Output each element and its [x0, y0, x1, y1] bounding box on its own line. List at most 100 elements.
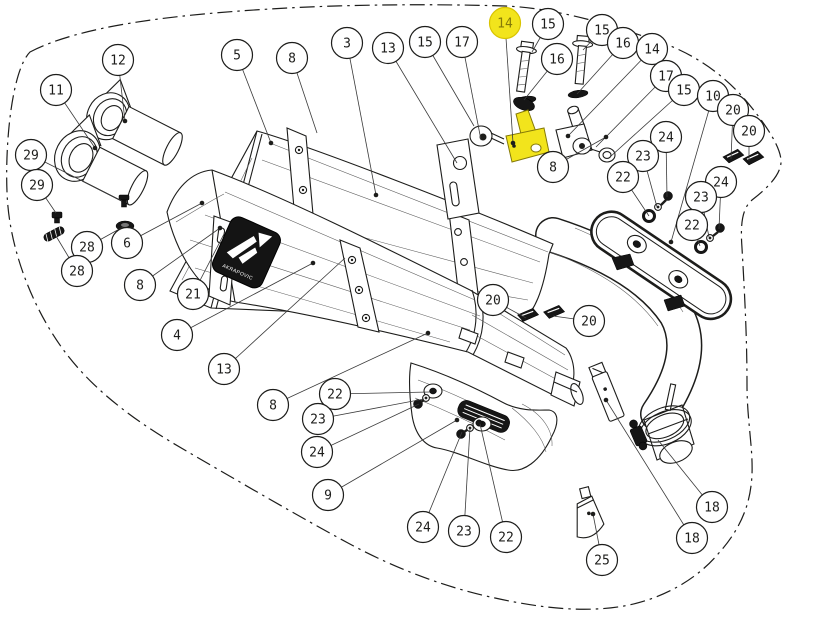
callout-22[interactable]: 22 [606, 160, 650, 217]
callout-balloon[interactable] [695, 490, 729, 524]
callout-balloon[interactable] [160, 318, 194, 352]
callout-balloon[interactable] [531, 7, 565, 41]
callout-29[interactable]: 29 [14, 138, 123, 202]
callout-balloon[interactable] [572, 304, 606, 338]
leader-dot [668, 239, 674, 245]
callout-22[interactable]: 22 [479, 423, 523, 554]
callout-17[interactable]: 17 [445, 25, 482, 141]
callout-balloon[interactable] [408, 25, 442, 59]
callout-balloon[interactable] [220, 38, 254, 72]
callout-balloon[interactable] [585, 543, 619, 577]
callout-23[interactable]: 23 [684, 180, 718, 238]
callout-24[interactable]: 24 [300, 403, 420, 469]
callout-balloon[interactable] [300, 435, 334, 469]
callout-16[interactable]: 16 [576, 26, 640, 95]
akrapovic-badge: AKRAPOVIC [211, 216, 281, 289]
callout-8[interactable]: 8 [275, 41, 318, 134]
callout-balloon[interactable] [39, 73, 73, 107]
callout-balloon[interactable] [20, 168, 54, 202]
callout-balloon[interactable] [649, 120, 683, 154]
callout-12[interactable]: 12 [101, 43, 135, 124]
callout-3[interactable]: 3 [330, 26, 379, 198]
leader-line [567, 48, 653, 137]
callout-24[interactable]: 24 [649, 120, 683, 198]
callout-balloon[interactable] [445, 25, 479, 59]
callout-9[interactable]: 9 [311, 417, 460, 512]
callout-18[interactable]: 18 [603, 397, 709, 555]
callout-balloon[interactable] [675, 521, 709, 555]
callout-balloon[interactable] [311, 478, 345, 512]
callout-balloon[interactable] [123, 268, 157, 302]
callout-24[interactable]: 24 [406, 431, 463, 544]
callout-20[interactable]: 20 [552, 304, 606, 338]
callout-15[interactable]: 15 [531, 7, 565, 53]
callout-balloon[interactable] [488, 6, 522, 40]
pipe-weld-tab [611, 253, 635, 271]
bolt-29 [118, 194, 130, 208]
callout-15[interactable]: 15 [609, 73, 701, 158]
callout-balloon[interactable] [732, 114, 766, 148]
callout-balloon[interactable] [110, 226, 144, 260]
callout-number: 17 [454, 36, 470, 51]
leader-dot [603, 134, 609, 140]
callout-29[interactable]: 29 [20, 168, 57, 214]
callout-number: 8 [549, 161, 557, 176]
callout-22[interactable]: 22 [318, 377, 431, 411]
callout-balloon[interactable] [447, 514, 481, 548]
callout-6[interactable]: 6 [110, 200, 205, 260]
leader-dot [310, 260, 316, 266]
callout-23[interactable]: 23 [447, 427, 481, 548]
callout-balloon[interactable] [406, 510, 440, 544]
leader-line [346, 42, 377, 196]
callout-balloon[interactable] [318, 377, 352, 411]
callout-13[interactable]: 13 [207, 257, 346, 386]
bolt-15-front [515, 40, 537, 93]
callout-balloon[interactable] [371, 31, 405, 65]
callout-balloon[interactable] [635, 32, 669, 66]
callout-20[interactable]: 20 [732, 114, 766, 162]
callout-balloon[interactable] [536, 150, 570, 184]
callout-8[interactable]: 8 [256, 330, 431, 422]
callout-22[interactable]: 22 [675, 208, 709, 247]
callout-21[interactable]: 21 [176, 231, 226, 311]
callout-balloon[interactable] [540, 42, 574, 76]
callout-28[interactable]: 28 [55, 235, 94, 288]
callout-balloon[interactable] [301, 402, 335, 436]
akrapovic-arrow-icon [226, 232, 273, 264]
callout-13[interactable]: 13 [371, 31, 458, 164]
callout-25[interactable]: 25 [585, 511, 619, 577]
callout-balloon[interactable] [606, 160, 640, 194]
leader-line [479, 423, 507, 538]
callout-23[interactable]: 23 [301, 398, 425, 436]
callout-balloon[interactable] [256, 388, 290, 422]
callout-number: 15 [417, 36, 433, 51]
callout-balloon[interactable] [330, 26, 364, 60]
callout-5[interactable]: 5 [220, 38, 274, 146]
callout-20[interactable]: 20 [476, 283, 527, 319]
callout-balloon[interactable] [626, 139, 660, 173]
leader-line [327, 419, 458, 496]
callout-15[interactable]: 15 [408, 25, 475, 127]
callout-8[interactable]: 8 [123, 225, 223, 302]
callout-17[interactable]: 17 [595, 59, 683, 148]
callout-23[interactable]: 23 [626, 139, 660, 208]
callout-18[interactable]: 18 [657, 439, 729, 524]
callout-11[interactable]: 11 [39, 73, 98, 151]
callout-4[interactable]: 4 [160, 260, 316, 352]
callout-balloon[interactable] [476, 283, 510, 317]
callout-28[interactable]: 28 [70, 226, 124, 264]
callout-16[interactable]: 16 [523, 42, 574, 101]
hanger-bracket-13 [436, 138, 480, 220]
callout-14-selected[interactable]: 14 [488, 6, 522, 146]
callout-14[interactable]: 14 [565, 32, 669, 139]
callout-balloon[interactable] [275, 41, 309, 75]
callout-balloon[interactable] [60, 254, 94, 288]
callout-balloon[interactable] [675, 208, 709, 242]
callout-balloon[interactable] [207, 352, 241, 386]
callout-balloon[interactable] [489, 520, 523, 554]
callout-balloon[interactable] [101, 43, 135, 77]
callout-balloon[interactable] [176, 277, 210, 311]
part-14-bracket-highlighted[interactable] [505, 109, 550, 163]
callout-8[interactable]: 8 [536, 134, 609, 184]
